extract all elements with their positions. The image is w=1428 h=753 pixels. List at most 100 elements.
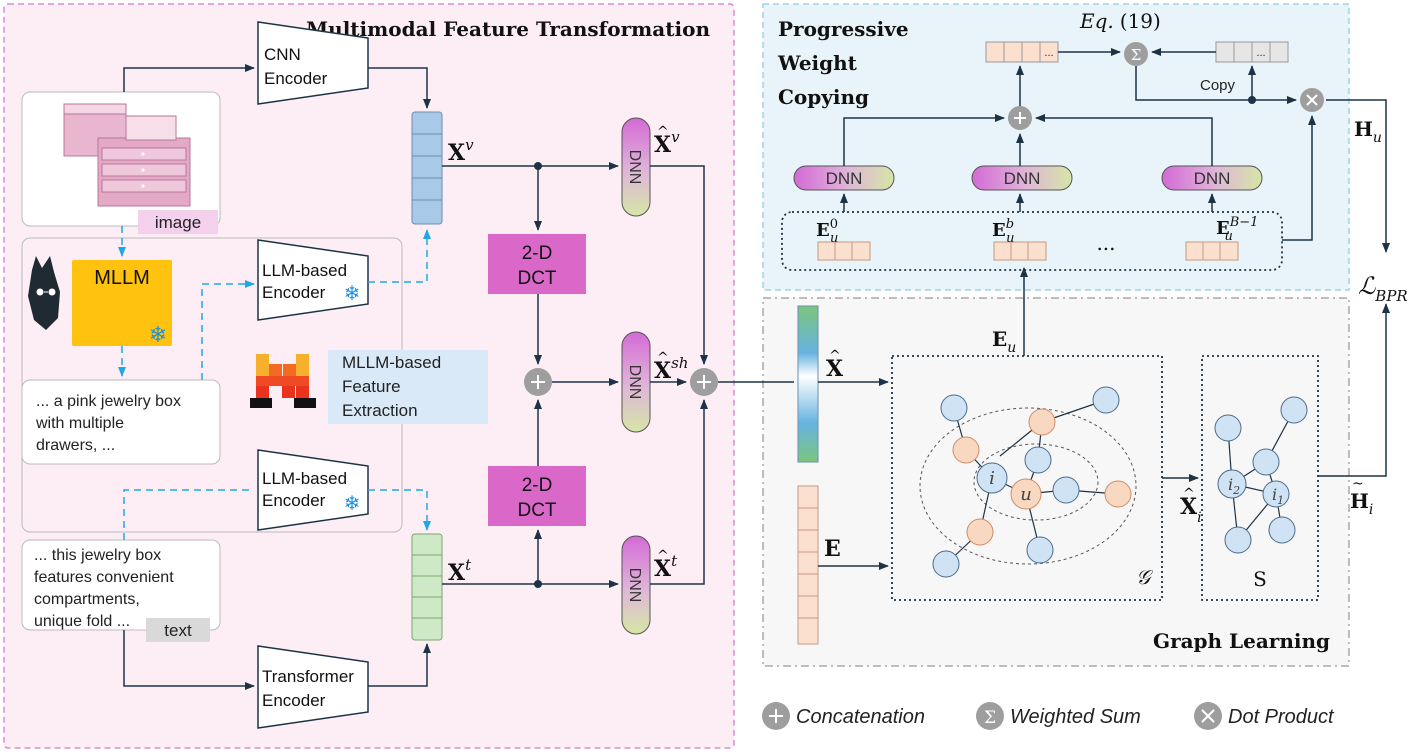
graph-g-label: 𝒢 (1136, 565, 1154, 589)
svg-text:DNN: DNN (1194, 169, 1231, 188)
e-label: E (824, 536, 841, 562)
dot-product-op (1300, 88, 1324, 112)
cnn-encoder-line-2: Encoder (264, 69, 328, 88)
xhat-i-hat: ^ (1183, 486, 1195, 502)
copied-vector (1215, 41, 1289, 63)
llm-encoder-top-line-1: LLM-based (262, 261, 347, 280)
llm-encoder-bottom-line-2: Encoder (262, 491, 326, 510)
junction-dot (534, 162, 542, 170)
eub-vector (993, 241, 1047, 261)
junction-dot (1248, 96, 1256, 104)
concat-op-right (690, 368, 718, 396)
snowflake-icon: ❄ (344, 491, 361, 515)
text-caption-line-1: ... this jewelry box (34, 547, 161, 564)
svg-text:Σ: Σ (984, 708, 996, 728)
svg-text:Σ: Σ (1131, 46, 1142, 64)
xhat-v-hat: ^ (657, 124, 669, 140)
mistral-logo (250, 354, 316, 408)
node-u-label: u (1020, 484, 1032, 505)
text-caption-line-3: compartments, (34, 591, 140, 608)
dct-top-line-2: DCT (517, 268, 556, 289)
dnn-pwc-b: DNN (971, 165, 1073, 191)
dct-top-line-1: 2-D (522, 243, 553, 264)
node-i-label: i (989, 468, 995, 489)
dct-block-top (488, 234, 586, 294)
connectors-left (123, 64, 782, 690)
mllm-label: MLLM (94, 267, 150, 289)
user-embedding-stack (781, 211, 1283, 271)
transformer-encoder-line-2: Encoder (262, 691, 326, 710)
legend-concat-label: Concatenation (796, 706, 925, 728)
svg-text:DNN: DNN (1004, 169, 1041, 188)
pwc-title-line-2: Weight (777, 51, 858, 75)
xv-vector (411, 111, 443, 225)
connectors-pwc (840, 48, 1316, 241)
eq-reference: Eq.(19) (1079, 9, 1161, 33)
legend: Concatenation Σ Weighted Sum Dot Product (762, 702, 1335, 730)
llm-encoder-top-line-2: Encoder (262, 283, 326, 302)
xt-vector (411, 533, 443, 641)
dnn-v-pill: DNN (621, 117, 651, 217)
legend-dot-label: Dot Product (1228, 706, 1335, 728)
legend-dot-icon (1194, 702, 1222, 730)
cnn-encoder-line-1: CNN (264, 45, 301, 64)
concat-op-mid (524, 368, 552, 396)
graph-s-label: S (1253, 567, 1267, 591)
text-tag-label: text (164, 621, 192, 640)
legend-wsum-label: Weighted Sum (1010, 706, 1141, 728)
weighted-sum-op: Σ (1124, 42, 1148, 66)
xhat-i-label: Xi (1180, 494, 1202, 526)
cnn-encoder-block (257, 21, 369, 105)
stack-ellipsis: ... (1096, 231, 1115, 255)
image-tag (138, 210, 218, 234)
copy-label: Copy (1200, 77, 1236, 94)
llama-icon (28, 256, 60, 330)
bpr-loss-label: ℒBPR (1358, 272, 1408, 305)
snowflake-icon: ❄ (344, 281, 361, 305)
graph-panel-title: Graph Learning (1153, 629, 1330, 653)
mllm-caption-line-2: with multiple (35, 415, 124, 432)
eub1-vector (1185, 241, 1239, 261)
mllm-caption-line-3: drawers, ... (36, 437, 115, 454)
jewelry-box-image (63, 103, 191, 207)
mllm-block (72, 260, 172, 346)
e-embedding-vector (797, 485, 819, 645)
text-caption-line-2: features convenient (34, 569, 174, 586)
dct-block-bottom (488, 466, 586, 526)
legend-concat-icon (762, 702, 790, 730)
eu-label: Eu (992, 327, 1016, 356)
xhat-v-label: Xv (654, 128, 680, 158)
svg-text:DNN: DNN (626, 568, 643, 603)
connectors-graph (782, 99, 1390, 570)
mllm-feature-extraction-line-3: Extraction (342, 401, 418, 420)
dnn-t-pill: DNN (621, 535, 651, 635)
svg-text:DNN: DNN (826, 169, 863, 188)
llm-encoder-bottom-block (257, 449, 369, 531)
xt-label: Xt (448, 556, 472, 586)
image-tag-label: image (155, 213, 201, 232)
dashed-connectors (118, 226, 431, 540)
xhat-fused-label: X (826, 356, 844, 382)
xv-label: Xv (448, 136, 474, 166)
dnn-pwc-0: DNN (793, 165, 895, 191)
pwc-title-line-3: Copying (778, 85, 869, 109)
node-i2-label: i2 (1228, 475, 1240, 497)
xhat-sh-label: Xsh (654, 354, 688, 384)
text-input-box (21, 539, 221, 631)
snowflake-icon: ❄ (149, 323, 167, 348)
mllm-feature-extraction-box (328, 350, 488, 424)
mllm-feature-extraction-line-1: MLLM-based (342, 353, 441, 372)
dnn-sh-pill: DNN (621, 331, 651, 433)
concat-op-pwc (1008, 106, 1032, 130)
mllm-caption-box (21, 379, 221, 465)
hu-label: Hu (1354, 117, 1382, 146)
xhat-sh-hat: ^ (657, 350, 669, 366)
dnn-pwc-b1: DNN (1161, 165, 1263, 191)
xhat-t-label: Xt (654, 552, 678, 582)
pwc-title-line-1: Progressive (778, 17, 909, 41)
xhat-t-hat: ^ (657, 548, 669, 564)
text-caption-line-4: unique fold ... (34, 613, 130, 630)
